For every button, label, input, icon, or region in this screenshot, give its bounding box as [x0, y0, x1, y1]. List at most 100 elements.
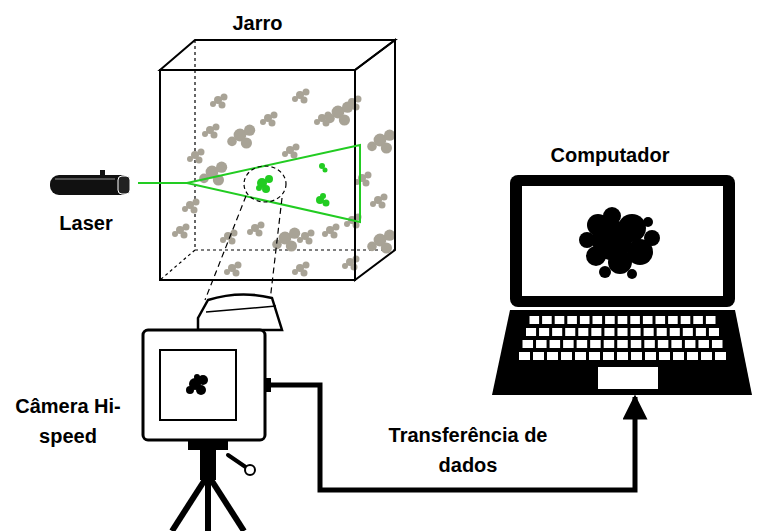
key [552, 328, 562, 336]
jar-front [160, 70, 355, 280]
particle [247, 222, 265, 237]
laser-node: Laser [40, 168, 138, 238]
particle [367, 230, 395, 254]
laptop [492, 175, 752, 395]
particle [367, 130, 395, 154]
key [617, 340, 628, 348]
key [693, 316, 703, 324]
focus-circle [244, 166, 286, 202]
key [617, 352, 628, 360]
screen-particle [579, 207, 660, 279]
trackpad [598, 367, 658, 389]
key [715, 352, 726, 360]
particle [187, 149, 205, 164]
key [656, 316, 666, 324]
key [645, 352, 656, 360]
edge-label: Transferência de dados [363, 420, 573, 480]
key [565, 328, 575, 336]
key [617, 328, 627, 336]
particle [227, 125, 255, 149]
key [681, 316, 691, 324]
jar-node: Jarro [160, 2, 396, 282]
key [644, 328, 654, 336]
key [712, 340, 723, 348]
key [533, 352, 544, 360]
key [683, 328, 693, 336]
key [589, 352, 600, 360]
key [685, 340, 696, 348]
key [539, 328, 549, 336]
camera-node: Câmera Hi-speed [6, 296, 270, 456]
key [706, 316, 716, 324]
key [701, 352, 712, 360]
key [604, 340, 615, 348]
key [670, 328, 680, 336]
particle [282, 144, 300, 159]
key [605, 316, 615, 324]
key [709, 328, 719, 336]
laser-beam [158, 182, 187, 184]
computer-node: Computador [490, 130, 755, 397]
key [603, 352, 614, 360]
camera-lens [198, 294, 282, 330]
key [567, 316, 577, 324]
key [547, 352, 558, 360]
key [631, 352, 642, 360]
light-sheet [187, 145, 360, 222]
connector [270, 385, 635, 490]
key [542, 316, 552, 324]
laser-sheet [158, 145, 360, 222]
key [618, 316, 628, 324]
key [519, 352, 530, 360]
tripod-head [188, 440, 228, 450]
key [658, 340, 669, 348]
particle [292, 89, 310, 104]
particle [370, 194, 388, 209]
particle [224, 262, 242, 277]
key [668, 316, 678, 324]
particle [220, 230, 238, 245]
key [643, 316, 653, 324]
key [698, 340, 709, 348]
particle [292, 262, 310, 277]
particle [172, 224, 190, 239]
key [523, 340, 534, 348]
key [631, 328, 641, 336]
key [673, 352, 684, 360]
connector [138, 182, 160, 184]
key [577, 340, 588, 348]
camera [143, 294, 282, 531]
particle [202, 124, 220, 139]
node-label: Computador [490, 140, 730, 170]
laptop-screen [522, 186, 723, 296]
key [671, 340, 682, 348]
key [687, 352, 698, 360]
particle [182, 199, 200, 214]
key [575, 352, 586, 360]
key [659, 352, 670, 360]
key [604, 328, 614, 336]
key [526, 328, 536, 336]
particles [172, 89, 395, 277]
jar-drawing [160, 40, 395, 280]
particle [260, 112, 278, 127]
particle [354, 172, 372, 187]
laptop-base [492, 310, 752, 395]
key [555, 316, 565, 324]
camera-body [143, 330, 265, 440]
key [578, 328, 588, 336]
key [657, 328, 667, 336]
laser-device [50, 170, 130, 195]
jar-outline [160, 40, 395, 280]
key [630, 316, 640, 324]
node-label: Câmera Hi-speed [8, 391, 128, 451]
particle [199, 162, 227, 186]
key [561, 352, 572, 360]
key [590, 340, 601, 348]
particle [210, 94, 228, 109]
particle [322, 224, 340, 239]
camera-screen-particle [186, 374, 208, 395]
camera-screen [160, 350, 236, 420]
key [593, 316, 603, 324]
node-label: Jarro [160, 8, 355, 38]
